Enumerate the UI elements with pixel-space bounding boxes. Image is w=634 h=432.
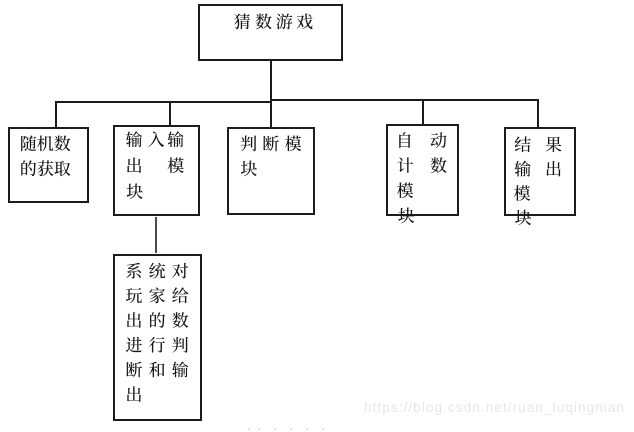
svg-text:https://blog.csdn.net/ruan_luq: https://blog.csdn.net/ruan_luqingnian — [364, 400, 624, 415]
